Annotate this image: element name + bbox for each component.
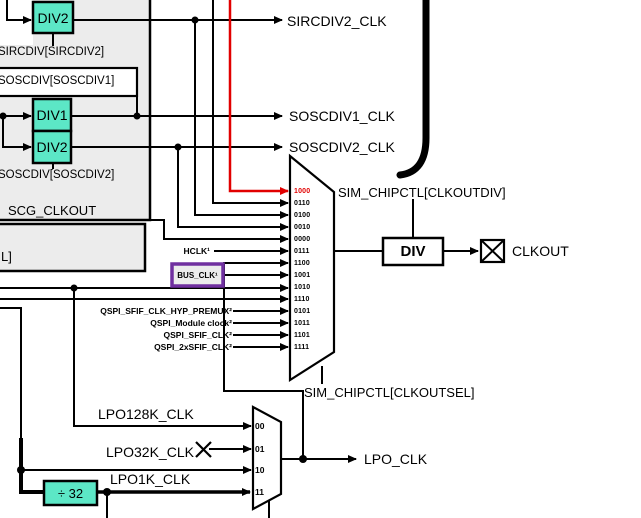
sosc-div1-box-label: DIV1 [36, 107, 68, 123]
lpo1k-clk-label: LPO1K_CLK [110, 471, 191, 487]
mux-code-1001: 1001 [294, 272, 311, 279]
clkoutsel-reg-label: SIM_CHIPCTL[CLKOUTSEL] [304, 385, 475, 400]
mux-code-1100: 1100 [294, 260, 310, 267]
clkout-label: CLKOUT [512, 243, 569, 259]
wire-mux-0110 [212, 0, 289, 207]
div32-box [42, 479, 99, 507]
group-bracket [396, 0, 430, 179]
wire-mux-1100-lpo [223, 259, 304, 459]
sosc-div1-box [31, 97, 73, 133]
junction-dots [0, 16, 307, 496]
mux-code-1110: 1110 [294, 296, 310, 303]
lpo-mux-code-01: 01 [255, 444, 265, 454]
soscdiv1-reg-box [0, 66, 139, 98]
sircdiv2-clk-label: SIRCDIV2_CLK [287, 13, 387, 29]
soscdiv2-reg-label: SOSCDIV[SOSCDIV2] [0, 169, 115, 181]
wire-soscdiv2-in [2, 116, 32, 151]
clkout-mux-shape [288, 153, 336, 383]
lpo-clk-label: LPO_CLK [364, 451, 428, 467]
wire-lpo1k-thick-feed [19, 438, 45, 494]
mux-code-0000: 0000 [294, 236, 311, 243]
wire-mux-0100 [194, 20, 289, 219]
soscdiv1-reg-label: SOSCDIV[SOSCDIV1] [0, 75, 115, 87]
qspi-premux-label: QSPI_SFIF_CLK_HYP_PREMUX² [100, 306, 232, 316]
busclk-highlight-box [170, 262, 225, 288]
lpo-mux-code-00: 00 [255, 421, 265, 431]
busclk-label: BUS_CLK¹ [177, 270, 218, 280]
lpo-mux-shape [251, 405, 283, 511]
wire-lpo32k-feed [0, 307, 22, 440]
mux-code-0010: 0010 [294, 224, 311, 231]
wire-mux-0010 [177, 147, 289, 231]
qspi-module-clock-label: QSPI_Module clock² [150, 318, 232, 328]
mux-code-1011: 1011 [294, 320, 310, 327]
lpo128k-clk-label: LPO128K_CLK [98, 406, 194, 422]
clkout-pad-icon [479, 238, 506, 264]
qspi-2xsfif-clk-label: QSPI_2xSFIF_CLK² [154, 342, 232, 352]
sircdiv2-reg-label: SIRCDIV[SIRCDIV2] [0, 46, 105, 58]
mux-code-0110: 0110 [294, 200, 310, 207]
mux-code-1111: 1111 [294, 344, 310, 351]
clkoutdiv-reg-label: SIM_CHIPCTL[CLKOUTDIV] [338, 185, 506, 200]
lower-block-fill [0, 223, 146, 272]
clkout-div-box [381, 236, 445, 267]
lpo-mux-code-10: 10 [255, 465, 265, 475]
mux-code-1010: 1010 [294, 284, 311, 291]
no-clock-x-icon [195, 441, 212, 458]
sirc-div2-box [31, 0, 75, 35]
hclk-label: HCLK¹ [183, 246, 210, 256]
mux-code-0100: 0100 [294, 212, 311, 219]
wire-sircdiv2-in [6, 0, 32, 24]
mux-code-1000: 1000 [294, 188, 311, 195]
lpo-mux-code-11: 11 [255, 487, 264, 497]
lower-block-border [0, 222, 147, 273]
sosc-div2-box [31, 129, 73, 165]
soscdiv1-clk-label: SOSCDIV1_CLK [289, 108, 395, 124]
mux-code-0101: 0101 [294, 308, 311, 315]
wire-lpo128k [73, 288, 252, 430]
wire-mux-0000-scg-clkout [150, 219, 289, 243]
scg-clkout-label: SCG_CLKOUT [8, 203, 97, 218]
clkout-div-box-label: DIV [400, 243, 426, 260]
mux-code-1101: 1101 [294, 332, 310, 339]
qspi-sfif-clk-label: QSPI_SFIF_CLK² [163, 330, 232, 340]
sirc-div2-box-label: DIV2 [37, 9, 69, 26]
wire-mux-1000-selected [228, 0, 289, 195]
lpo32k-clk-label: LPO32K_CLK [106, 444, 194, 460]
sosc-div2-box-label: DIV2 [36, 139, 68, 155]
mux-code-0111: 0111 [294, 248, 310, 255]
soscdiv2-clk-label: SOSCDIV2_CLK [289, 139, 395, 155]
partial-reg-label: L] [1, 249, 12, 264]
div32-box-label: ÷ 32 [57, 485, 84, 501]
